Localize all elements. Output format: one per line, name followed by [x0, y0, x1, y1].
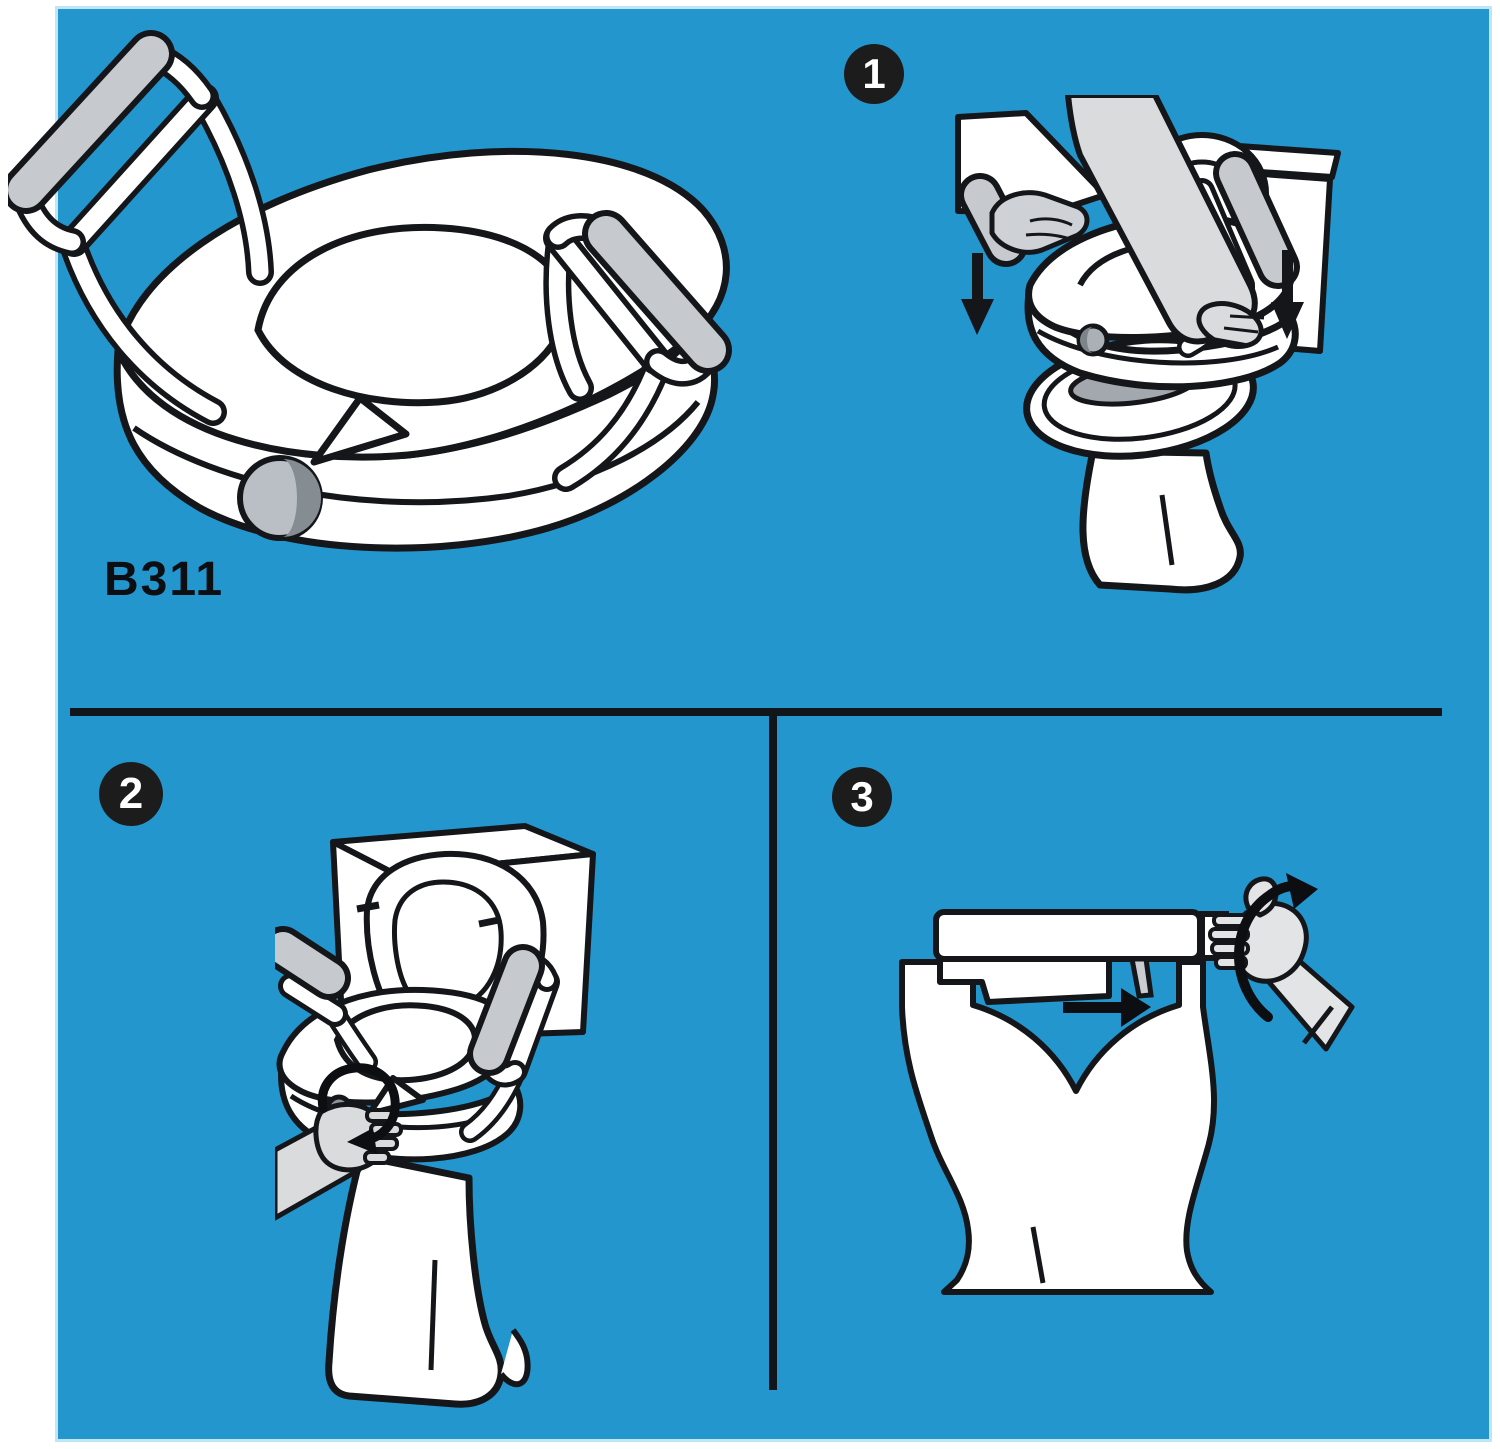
hand-turning-knob — [275, 1094, 403, 1221]
toilet-pedestal — [1079, 447, 1244, 594]
locking-knob — [237, 455, 323, 541]
mounting-bracket — [1128, 956, 1154, 999]
raised-seat-side — [933, 909, 1229, 1005]
step-2-badge: 2 — [99, 762, 163, 826]
step-2-illustration — [275, 790, 775, 1415]
armrest-left — [8, 30, 274, 426]
armrest-right — [543, 210, 732, 492]
toilet-side-profile — [899, 959, 1218, 1295]
down-arrow-left — [961, 253, 994, 335]
helper-arm — [1065, 95, 1265, 349]
step-1-number: 1 — [862, 50, 886, 97]
divider-vertical — [769, 712, 777, 1390]
divider-horizontal — [70, 708, 1442, 716]
slide-right-arrow — [1063, 988, 1151, 1027]
model-label: B311 — [104, 553, 225, 606]
step-3-illustration — [880, 855, 1450, 1415]
step-3-badge: 3 — [832, 767, 892, 827]
armrest-right — [459, 944, 560, 1143]
clockwise-rotation-arrow — [317, 1063, 400, 1154]
seat-opening-notch — [310, 394, 410, 466]
step-1-illustration — [930, 95, 1470, 660]
hand-twisting-knob — [1208, 876, 1355, 1052]
toilet-pedestal — [325, 1152, 531, 1408]
step-3-number: 3 — [850, 773, 874, 820]
down-arrow-right — [1271, 250, 1304, 339]
helper-hand-left — [955, 110, 1108, 267]
armrest-left — [275, 926, 378, 1073]
step-1-badge: 1 — [844, 44, 904, 104]
step-2-number: 2 — [118, 769, 144, 818]
product-illustration — [8, 30, 760, 615]
twist-up-arrow — [1234, 873, 1318, 1022]
